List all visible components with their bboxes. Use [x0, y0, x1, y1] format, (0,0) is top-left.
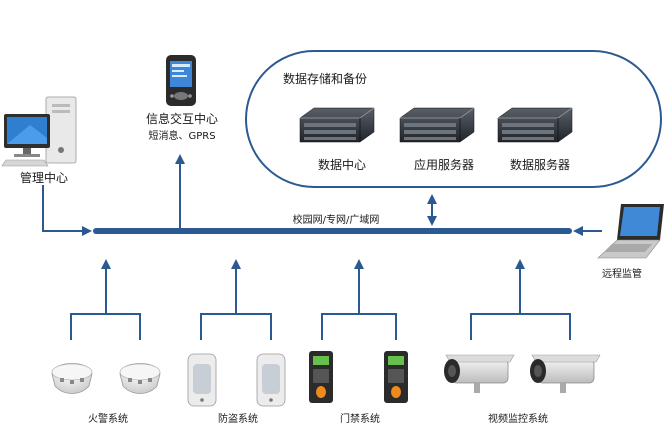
fingerprint-terminal-icon — [384, 351, 408, 403]
storage-title: 数据存储和备份 — [283, 72, 368, 86]
motion-sensor-icon — [187, 353, 217, 407]
server-icon — [299, 107, 375, 143]
subsystem-label-fire: 火警系统 — [88, 414, 128, 425]
server-label-app-server: 应用服务器 — [413, 158, 475, 172]
network-label: 校园网/专网/广域网 — [292, 215, 380, 226]
management-link-arrow — [42, 185, 92, 236]
smoke-detector-icon — [119, 363, 161, 394]
server-icon — [497, 107, 573, 143]
cctv-camera-icon — [444, 354, 515, 393]
subsystem-connector — [200, 259, 272, 340]
remote-label: 远程监管 — [602, 269, 642, 280]
subsystem-label-access: 门禁系统 — [340, 414, 380, 425]
subsystem-label-video: 视频监控系统 — [488, 414, 548, 425]
subsystem-label-antitheft: 防盗系统 — [218, 414, 258, 425]
pda-phone-icon — [166, 55, 196, 106]
info-subtitle: 短消息、GPRS — [148, 131, 216, 142]
subsystem-connector — [70, 259, 141, 340]
laptop-icon — [597, 204, 664, 259]
cctv-camera-icon — [530, 354, 601, 393]
motion-sensor-icon — [256, 353, 286, 407]
fingerprint-terminal-icon — [309, 351, 333, 403]
server-label-data-server: 数据服务器 — [509, 158, 571, 172]
info-title: 信息交互中心 — [145, 112, 219, 126]
subsystem-connector — [470, 259, 571, 340]
server-label-data-center: 数据中心 — [317, 158, 367, 172]
smoke-detector-icon — [51, 363, 93, 394]
server-icon — [399, 107, 475, 143]
management-label: 管理中心 — [20, 171, 69, 185]
desktop-computer-icon — [1, 96, 77, 167]
storage-frame — [245, 50, 662, 188]
subsystem-connector — [321, 259, 397, 340]
